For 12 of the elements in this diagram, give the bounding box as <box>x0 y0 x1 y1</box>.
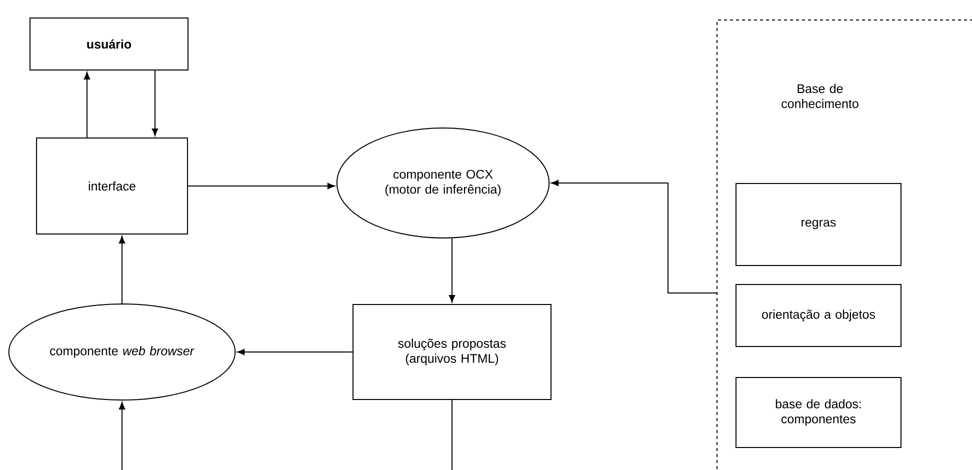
arrow <box>118 402 126 470</box>
process-box: interface <box>36 138 188 234</box>
process-box: soluções propostas (arquivos HTML) <box>352 304 552 400</box>
arrow <box>188 182 335 190</box>
arrow <box>448 238 456 302</box>
arrow <box>237 348 353 356</box>
arrow <box>551 180 717 294</box>
arrow <box>118 236 126 304</box>
arrow <box>152 70 158 136</box>
user-box: usuário <box>30 18 188 70</box>
container-heading: Base de conhecimento <box>782 84 858 108</box>
arrow <box>84 72 90 138</box>
